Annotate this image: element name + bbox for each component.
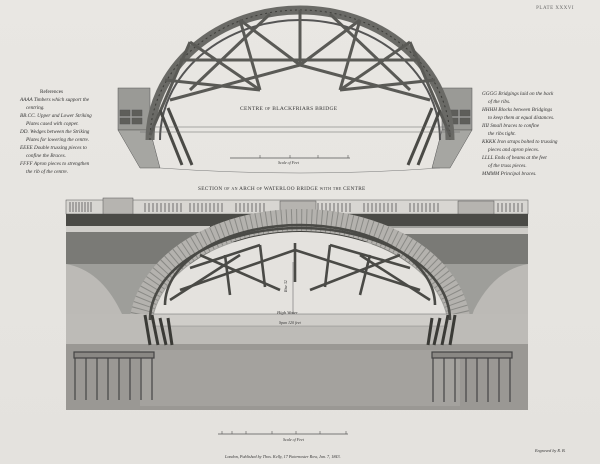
blackfriars-title: CENTRE of BLACKFRIARS BRIDGE	[240, 106, 338, 112]
publisher-line: London, Published by Thos. Kelly, 17 Pat…	[225, 454, 341, 459]
right-foundation-piles	[431, 351, 513, 402]
engraver-credit: Engraved by R. B.	[535, 448, 566, 453]
span-label: Span 120 feet	[279, 320, 301, 325]
centre-feet	[158, 107, 442, 166]
waterloo-scale-label: Scale of Feet	[283, 437, 304, 442]
waterloo-centre-feet	[143, 314, 457, 346]
blackfriars-scale-label: Scale of Feet	[278, 160, 299, 165]
balustrade	[69, 202, 523, 212]
waterloo-title: SECTION of an ARCH of WATERLOO BRIDGE wi…	[198, 186, 366, 192]
waterloo-centre-truss	[148, 223, 452, 321]
left-foundation-piles	[73, 351, 155, 400]
truss-braces	[148, 10, 452, 136]
references-heading: References	[40, 89, 64, 95]
plate-number: PLATE XXXVI	[536, 6, 574, 11]
references-right: GGGG Bridgings laid on the back of the r…	[482, 91, 558, 177]
references-left: References AAAA Timbers which support th…	[20, 89, 92, 175]
rise-label: Rise 32	[283, 280, 288, 292]
high-water-label: High Water	[277, 310, 298, 315]
